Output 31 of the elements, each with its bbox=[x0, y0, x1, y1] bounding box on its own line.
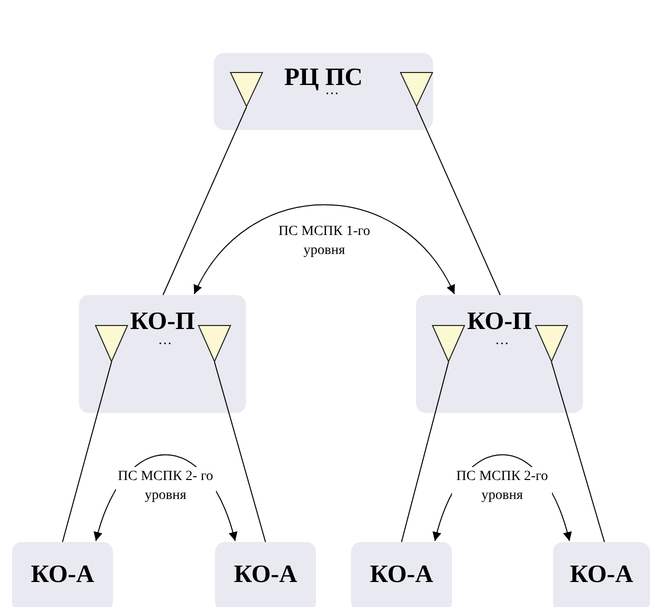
link-line bbox=[416, 106, 501, 296]
station-title: КО-П bbox=[129, 308, 196, 336]
ellipsis: … bbox=[495, 333, 509, 349]
antenna-icon bbox=[198, 325, 231, 362]
antenna-icon bbox=[535, 325, 568, 362]
antenna-icon bbox=[95, 325, 128, 362]
station-title: КО-А bbox=[232, 561, 298, 589]
station-title: КО-П bbox=[466, 308, 533, 336]
link-line bbox=[551, 362, 605, 542]
link-line bbox=[162, 106, 247, 296]
station-title: КО-А bbox=[568, 561, 634, 589]
station-title: КО-А bbox=[30, 561, 96, 589]
station-box bbox=[79, 295, 246, 413]
station-box bbox=[214, 53, 433, 130]
station-title: РЦ ПС bbox=[283, 64, 364, 92]
antenna-icon bbox=[432, 325, 465, 362]
antenna-icon bbox=[230, 72, 263, 107]
station-box bbox=[416, 295, 583, 413]
link-line bbox=[401, 362, 449, 542]
link-line bbox=[62, 362, 112, 542]
curved-arrow bbox=[194, 204, 455, 294]
edge-label: ПС МСПК 2- го уровня bbox=[116, 466, 216, 505]
link-line bbox=[214, 362, 266, 542]
antenna-icon bbox=[400, 72, 433, 107]
edge-label: ПС МСПК 2-го уровня bbox=[452, 466, 552, 505]
ellipsis: … bbox=[158, 333, 172, 349]
station-box bbox=[215, 542, 316, 607]
station-box bbox=[12, 542, 113, 607]
station-box bbox=[351, 542, 452, 607]
station-title: КО-А bbox=[368, 561, 434, 589]
station-box bbox=[553, 542, 650, 607]
